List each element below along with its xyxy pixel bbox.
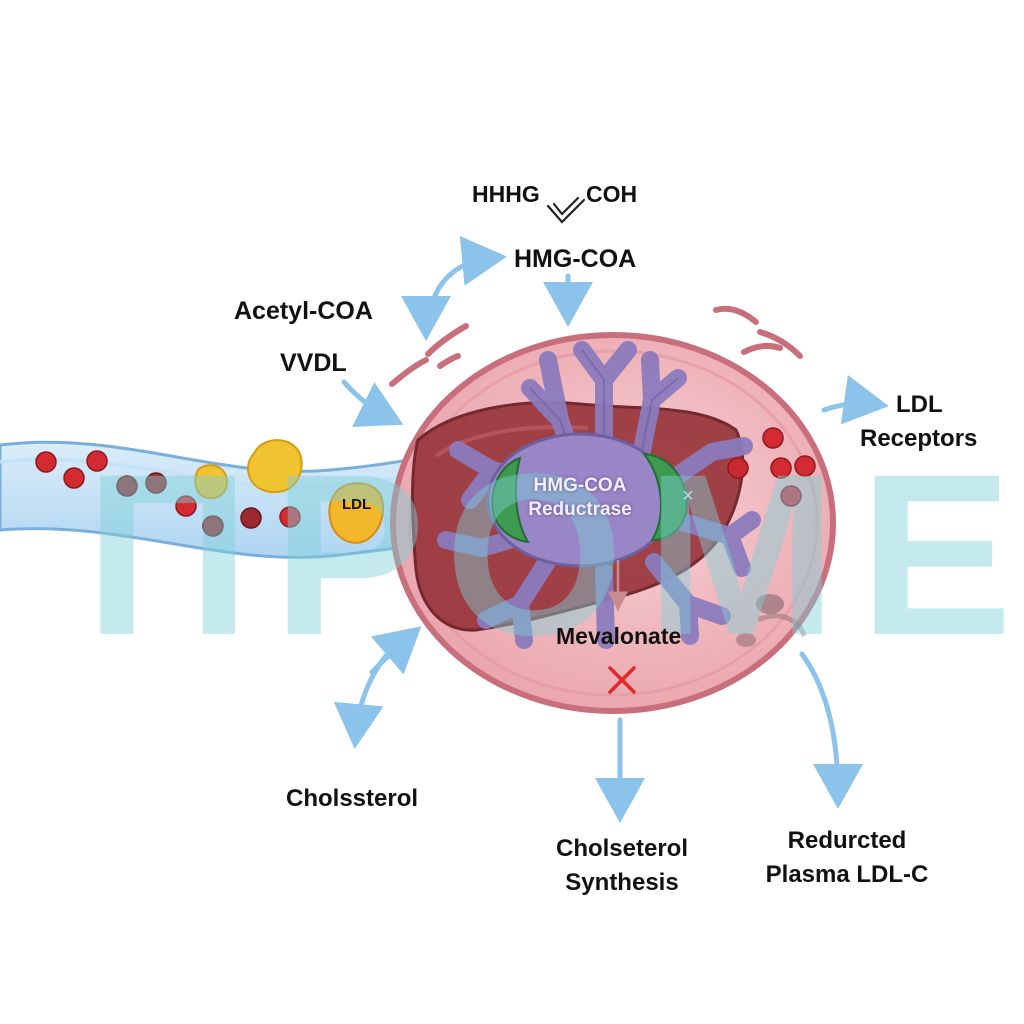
label-receptors: Receptors [860,425,978,452]
binding-site-right [641,452,688,542]
double-bond-icon [546,196,586,224]
label-formula-tail: COH [586,181,638,207]
label-vvdl: VVDL [280,349,347,377]
arrow-vvdl [341,379,404,427]
label-acetyl-coa: Acetyl-COA [234,297,373,325]
cell-blood-cells [727,427,816,507]
label-synthesis-line2: Synthesis [565,869,679,896]
binding-site-left [491,456,530,544]
arrow-acetyl-to-hmg [427,235,507,325]
arrow-cholesterol [333,633,409,749]
label-reduced-line2: Plasma LDL-C [765,861,929,888]
arrow-reduced-ldl [799,651,863,809]
label-reduced-line1: Redurcted [787,827,907,854]
arrow-hmg-to-acetyl [401,295,452,341]
small-x-icon: × [682,485,694,507]
label-ldl: LDL [896,391,943,418]
label-formula-head: HHHG [472,181,540,207]
label-hmg-coa: HMG-COA [514,245,637,273]
inhibition-x-icon [608,666,636,694]
label-synthesis-line1: Cholseterol [555,835,689,862]
arrow-cholesterol-back [369,626,422,675]
vessel-blood-cells [35,450,301,537]
label-cholesterol: Cholssterol [286,785,419,812]
label-ldl-particle: LDL [342,496,372,513]
label-enzyme-type: Reductrase [528,499,632,520]
label-enzyme-name: HMG-COA [533,475,627,496]
pathway-arrows [333,235,889,823]
label-mevalonate: Mevalonate [556,623,682,649]
arrow-ldl-receptors [821,375,889,425]
